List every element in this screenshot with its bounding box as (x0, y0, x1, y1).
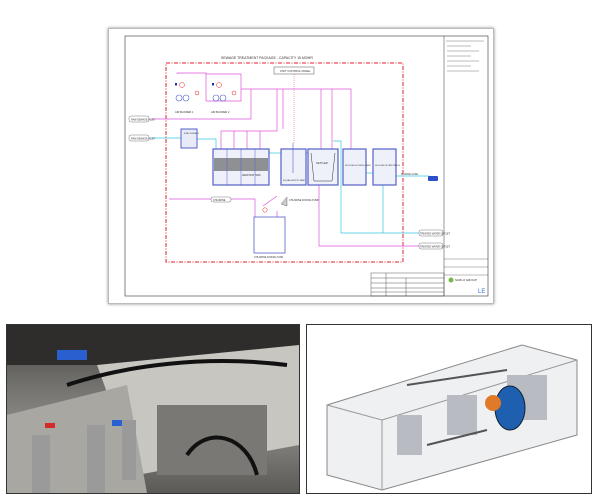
aeration-label: AERATION TANK (242, 174, 261, 177)
photo-illustration (7, 325, 299, 493)
render-illustration (326, 344, 578, 491)
settler-label: SETTLER (316, 161, 328, 165)
chlorine-tank-label: CHLORINE DOSING TANK (254, 256, 284, 259)
sludge-holding-tank: SLUDGE HOLDING TANK (342, 148, 371, 186)
company-logo-icon (448, 277, 454, 283)
blower-2: AIR BLOWER 2 (211, 82, 237, 114)
settler: SETTLER (307, 148, 339, 186)
container-3d-render (306, 324, 592, 494)
screen-label: FINE SCREEN (184, 133, 199, 135)
truck-icon (428, 176, 438, 181)
drawing-border (124, 35, 489, 297)
equalization-label: EQUALIZATION TANK (283, 179, 306, 182)
outlet-2-label: TREATED WATER OUTLET (420, 246, 451, 249)
pid-svg: SURUJ GROUP LE SEWAGE TREATMENT PACKAGE … (124, 35, 489, 297)
filter-press-label: SLUDGE FILTER PRESS (375, 165, 401, 167)
chlorine-dosing-tank: CHLORINE DOSING TANK (253, 207, 286, 259)
sludge-out-label: SLUDGE CAKE (401, 173, 418, 176)
company-name: SURUJ GROUP (455, 278, 477, 282)
blower-2-label: AIR BLOWER 2 (211, 110, 230, 114)
package-boundary (165, 62, 404, 263)
chemical-inlet-label: CHLORINE (213, 199, 226, 202)
title-block (370, 272, 445, 297)
equalization-tank: EQUALIZATION TANK (280, 143, 307, 186)
inlet-1-label: RAW SEWAGE INLET (131, 119, 156, 122)
drawing-title: SEWAGE TREATMENT PACKAGE - CAPACITY 15 M… (221, 56, 313, 60)
tank-blue (494, 385, 526, 431)
fine-screen (180, 128, 198, 149)
pid-drawing: SURUJ GROUP LE SEWAGE TREATMENT PACKAGE … (108, 28, 494, 304)
inlet-2-label: RAW SEWAGE INLET (131, 138, 156, 141)
installation-photo (6, 324, 300, 494)
blower-1-label: AIR BLOWER 1 (175, 110, 194, 114)
le-logo: LE (478, 289, 485, 295)
control-panel-label: UNIT CONTROL PANEL (280, 69, 311, 73)
chlorine-pump-label: CHLORINE DOSING PUMP (289, 199, 319, 202)
chlorine-pump-icon (280, 196, 288, 207)
blower-1: AIR BLOWER 1 (175, 82, 200, 114)
aeration-tank: AERATION TANK (212, 148, 270, 186)
notes-block (444, 40, 488, 276)
water-lines (151, 137, 429, 234)
outlet-1-label: TREATED WATER OUTLET (420, 233, 451, 236)
sludge-holding-label: SLUDGE HOLDING TANK (345, 164, 371, 167)
sludge-filter-press: SLUDGE FILTER PRESS (372, 148, 401, 186)
fan-orange (485, 395, 501, 411)
air-lines (151, 72, 429, 247)
